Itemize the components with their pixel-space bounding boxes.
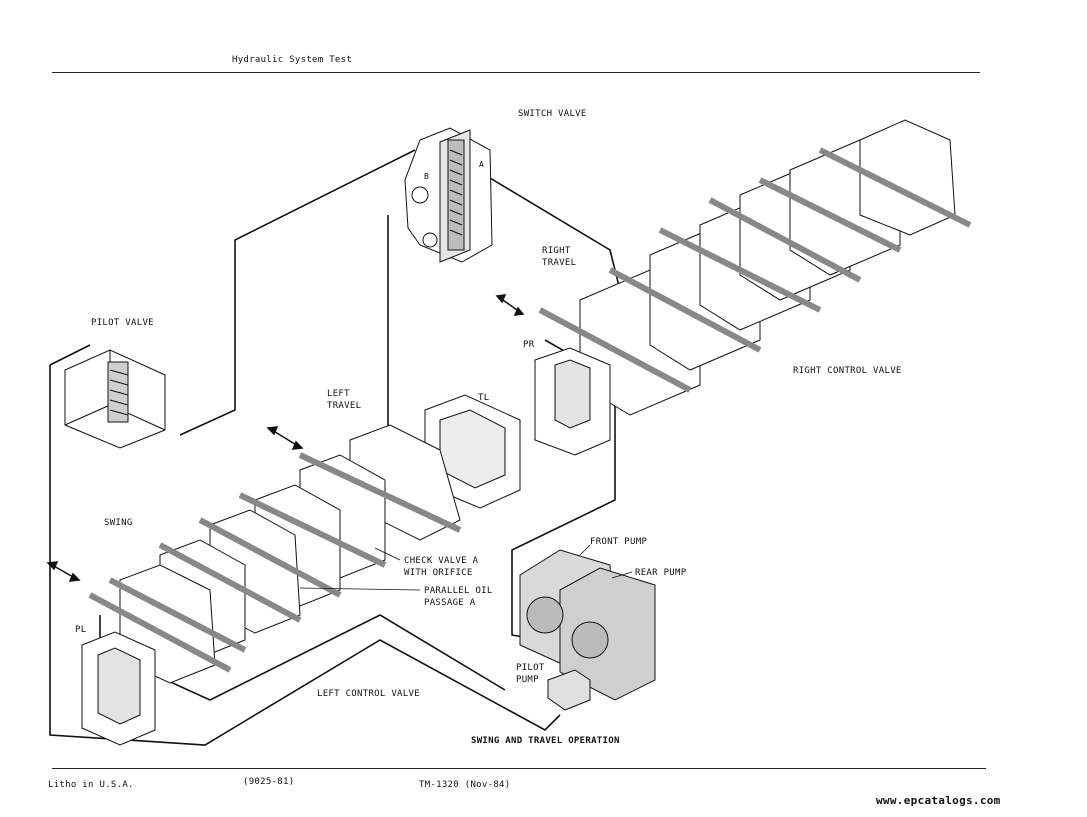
page-header-title: Hydraulic System Test [232,55,353,65]
hydraulic-lines [49,149,621,746]
label-pl: PL [75,625,87,635]
pr-block [534,347,611,456]
footer-website-link[interactable]: www.epcatalogs.com [876,794,1001,807]
footer-manual: TM-1320 (Nov-84) [419,780,511,790]
label-left-control-valve: LEFT CONTROL VALVE [317,689,420,699]
label-rear-pump: REAR PUMP [635,568,687,578]
label-right-control-valve: RIGHT CONTROL VALVE [793,366,902,376]
label-port-a: A [479,160,485,169]
footer-code: (9025-81) [243,777,295,787]
footer-litho: Litho in U.S.A. [48,780,134,790]
leader-lines [299,544,633,591]
switch-valve [404,127,493,263]
label-port-b: B [424,172,430,181]
label-left-travel-line2: TRAVEL [327,401,362,411]
label-parallel-oil-line2: PASSAGE A [424,598,476,608]
label-tl: TL [478,393,490,403]
label-right-travel-line2: TRAVEL [542,258,577,268]
label-switch-valve: SWITCH VALVE [518,109,587,119]
label-pilot-valve: PILOT VALVE [91,318,154,328]
pumps [519,549,656,711]
left-control-valve [88,424,462,684]
label-pr: PR [523,340,535,350]
footer-rule [52,768,986,769]
label-check-valve-line1: CHECK VALVE A [404,556,479,566]
label-front-pump: FRONT PUMP [590,537,648,547]
pilot-valve [64,349,166,449]
label-parallel-oil-line1: PARALLEL OIL [424,586,493,596]
label-right-travel-line1: RIGHT [542,246,571,256]
label-swing: SWING [104,518,133,528]
travel-arrows [46,294,525,582]
label-check-valve-line2: WITH ORIFICE [404,568,473,578]
header-rule [52,72,980,73]
pl-block [81,631,156,746]
label-pilot-pump-line1: PILOT [516,663,545,673]
figure-caption: SWING AND TRAVEL OPERATION [471,736,620,746]
right-control-valve [538,119,972,416]
label-pilot-pump-line2: PUMP [516,675,539,685]
label-left-travel-line1: LEFT [327,389,350,399]
